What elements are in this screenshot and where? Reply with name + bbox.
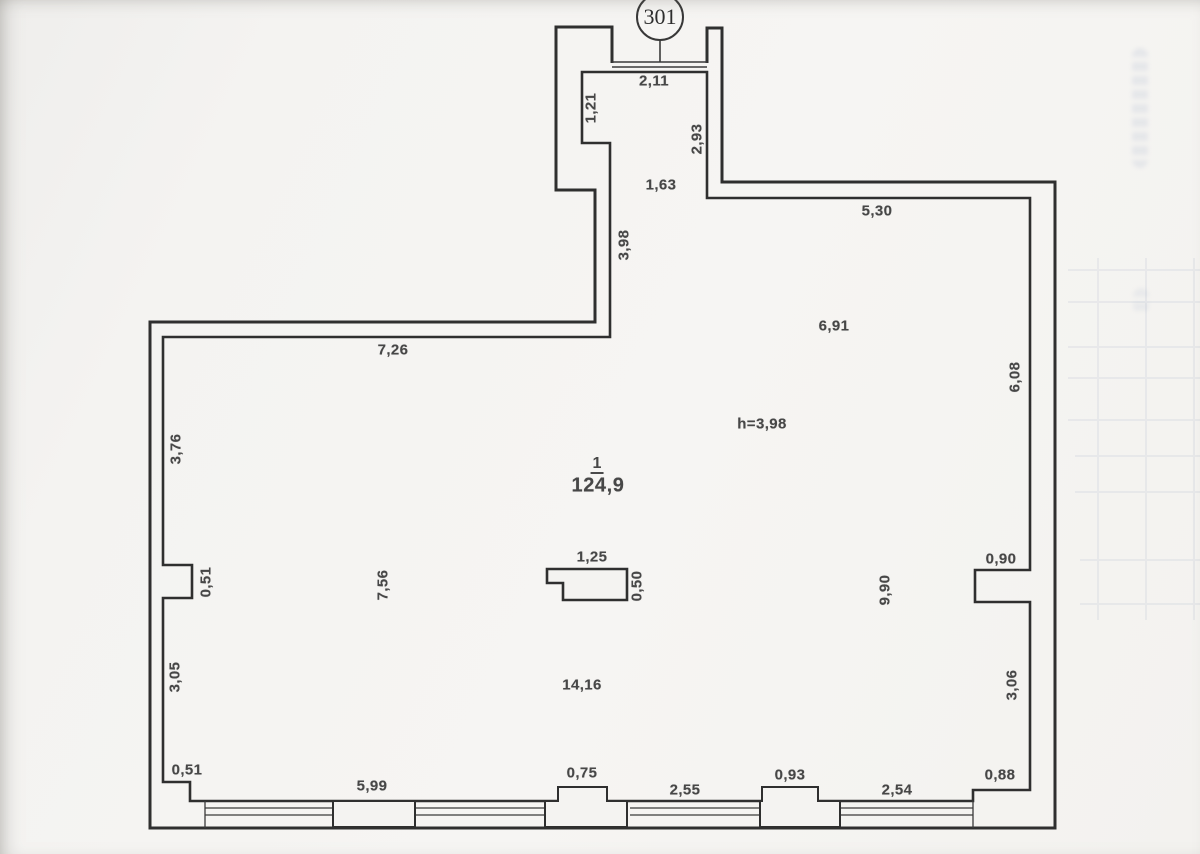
dim-top-opening: 2,11 [639, 72, 669, 90]
dim-vestibule-right: 2,93 [688, 123, 706, 155]
dim-vestibule-left-jog: 1,21 [582, 92, 600, 124]
dim-east-wall-upper: 6,08 [1006, 361, 1024, 393]
unit-number-label: 301 [643, 4, 677, 29]
dim-south-west-step: 0,51 [171, 761, 203, 779]
window-piers [332, 786, 841, 828]
dim-pier-2: 0,93 [774, 766, 806, 784]
window-glazing-lines [204, 801, 974, 828]
dim-total-inner-width: 14,16 [562, 676, 602, 694]
dim-window-bay-3: 2,54 [881, 781, 913, 799]
dim-vestibule-width: 1,63 [645, 176, 677, 194]
outer-wall-contour [148, 25, 1057, 830]
room-index-label: 1 [590, 455, 604, 474]
dim-window-bay-2: 2,55 [669, 781, 701, 799]
dim-column-depth: 0,50 [628, 570, 646, 602]
entry-opening-line [612, 61, 707, 68]
ceiling-height-label: h=3,98 [737, 415, 787, 433]
dim-east-wall-lower: 3,06 [1003, 669, 1021, 701]
dim-west-mid-span: 7,56 [374, 569, 392, 601]
dim-right-section-width: 6,91 [818, 317, 850, 335]
dim-window-bay-1: 5,99 [356, 777, 388, 795]
dim-north-west-wall: 7,26 [377, 341, 409, 359]
dim-north-east-wall: 5,30 [861, 202, 893, 220]
dim-east-niche: 0,90 [985, 550, 1017, 568]
dim-south-east-step: 0,88 [984, 766, 1016, 784]
unit-number-circle: 301 [636, 0, 684, 41]
room-area-label: 124,9 [571, 474, 625, 497]
dim-west-niche: 0,51 [197, 566, 215, 598]
dim-west-wall-upper: 3,76 [167, 433, 185, 465]
dim-pier-1: 0,75 [566, 764, 598, 782]
dim-vestibule-length: 3,98 [615, 229, 633, 261]
dim-column-width: 1,25 [576, 548, 608, 566]
dim-west-wall-lower: 3,05 [166, 661, 184, 693]
dim-east-inner-span: 9,90 [876, 574, 894, 606]
column-outline [545, 567, 629, 602]
inner-wall-contour [161, 70, 1032, 803]
